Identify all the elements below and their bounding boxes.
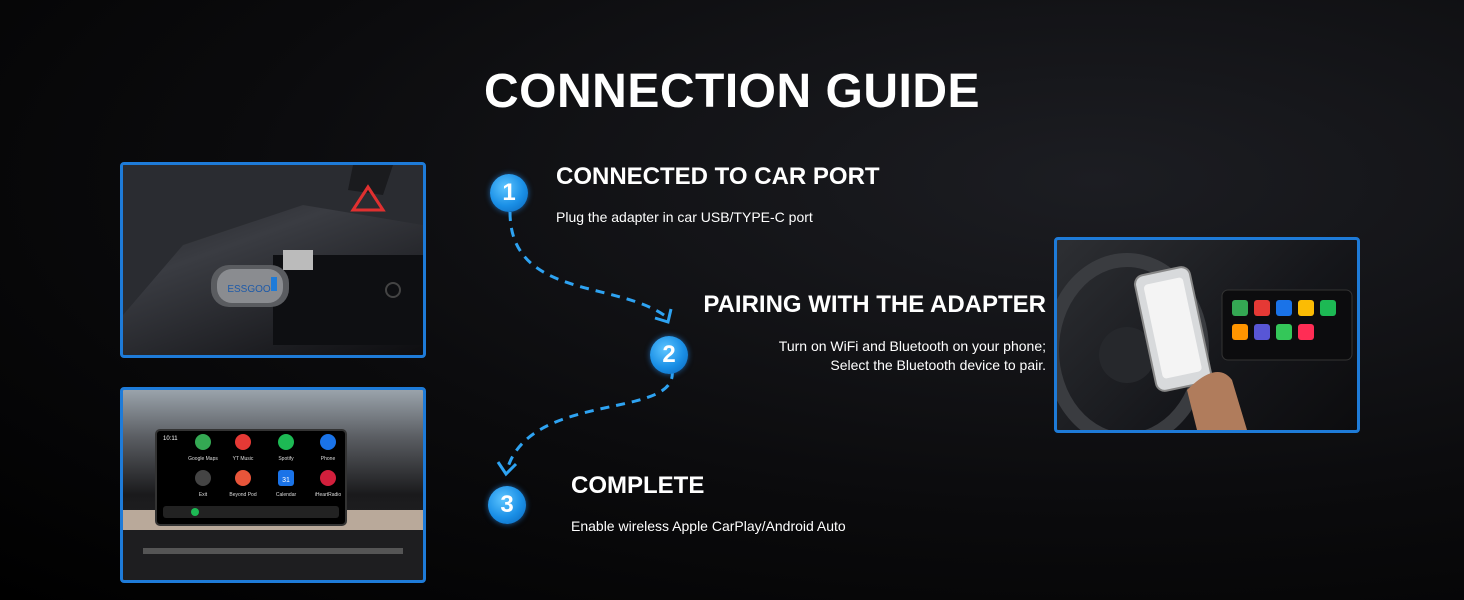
page-title: CONNECTION GUIDE bbox=[483, 65, 980, 118]
step-2-desc-line-1: Turn on WiFi and Bluetooth on your phone… bbox=[778, 338, 1046, 354]
step-1-number: 1 bbox=[490, 174, 528, 212]
step-2-number: 2 bbox=[650, 336, 688, 374]
step-3-number: 3 bbox=[488, 486, 526, 524]
dash-time: 10:11 bbox=[163, 436, 178, 442]
app-label: Google Maps bbox=[188, 456, 218, 462]
app-label: Calendar bbox=[276, 492, 297, 498]
android-auto-screen-photo: 10:11 Google Maps YT Music Spotify Phone… bbox=[120, 387, 426, 583]
calendar-day: 31 bbox=[282, 477, 290, 484]
app-label: Beyond Pod bbox=[229, 492, 256, 498]
step-1-desc: Plug the adapter in car USB/TYPE-C port bbox=[556, 209, 813, 225]
step-3-desc: Enable wireless Apple CarPlay/Android Au… bbox=[571, 518, 846, 534]
step-2-title: PAIRING WITH THE ADAPTER bbox=[703, 291, 1046, 318]
app-label: Phone bbox=[321, 456, 336, 462]
step-2-desc: Turn on WiFi and Bluetooth on your phone… bbox=[779, 337, 1046, 375]
app-label: Spotify bbox=[278, 456, 294, 462]
app-label: Exit bbox=[199, 492, 208, 498]
step-2-desc-line-2: Select the Bluetooth device to pair. bbox=[830, 357, 1046, 373]
adapter-brand-text: ESSGOO bbox=[227, 284, 271, 295]
usb-adapter-photo: ESSGOO bbox=[120, 162, 426, 358]
app-label: iHeartRadio bbox=[315, 492, 342, 498]
step-3-title: COMPLETE bbox=[571, 472, 705, 499]
phone-pairing-photo bbox=[1054, 237, 1360, 433]
step-1-title: CONNECTED TO CAR PORT bbox=[556, 163, 880, 190]
app-label: YT Music bbox=[233, 456, 254, 462]
